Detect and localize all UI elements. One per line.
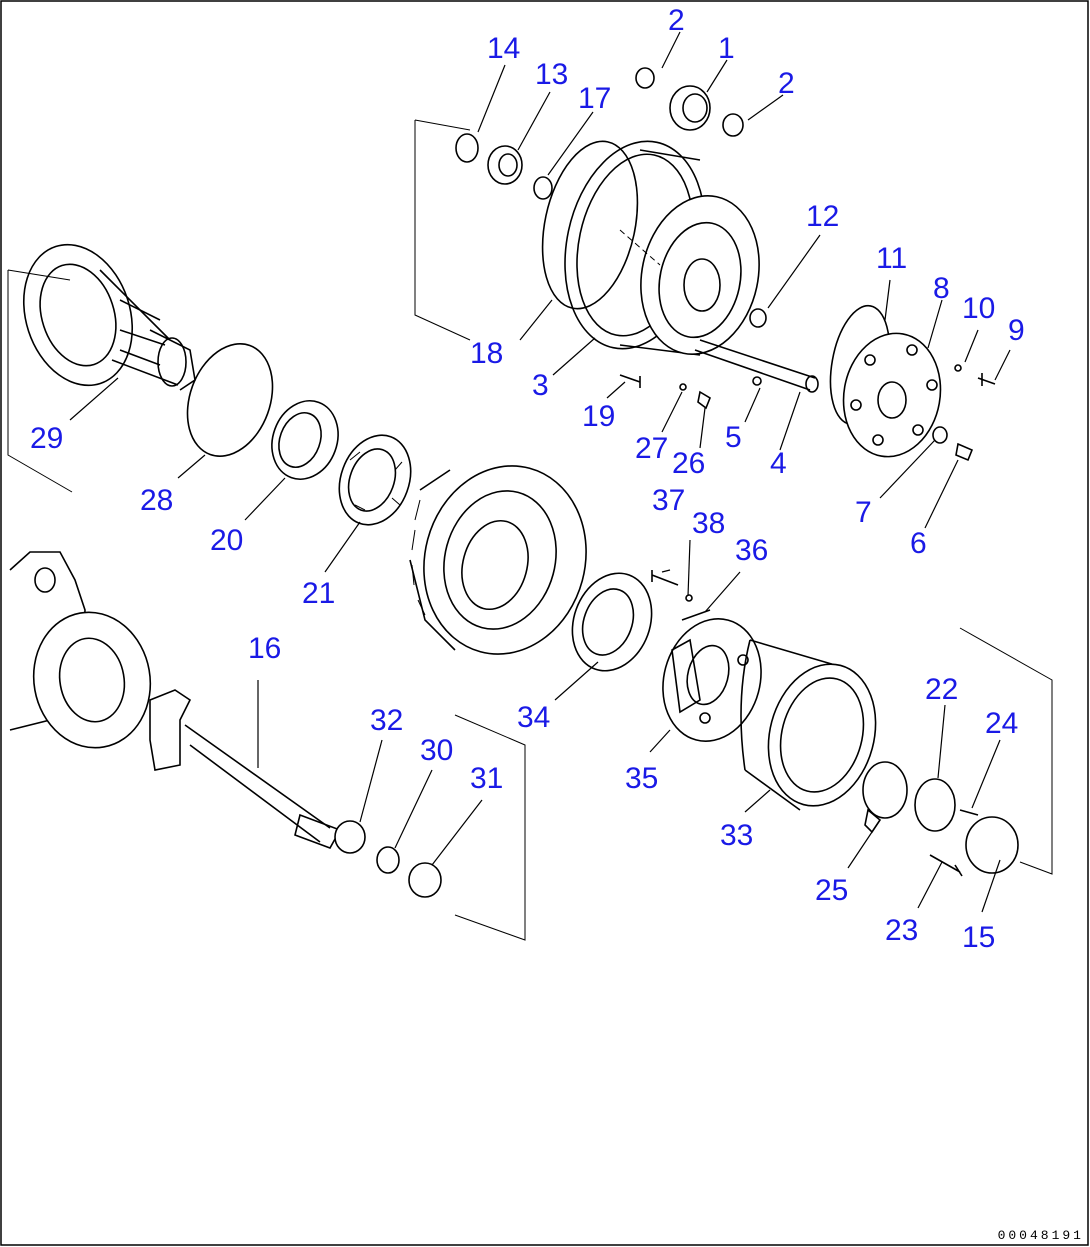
callout-1: 1 — [718, 32, 735, 65]
sun-gear-25 — [862, 761, 908, 834]
o-ring — [186, 343, 274, 457]
bolt-37 — [651, 570, 679, 586]
bolt-6 — [955, 442, 974, 462]
callout-37: 37 — [652, 484, 685, 517]
planetary-housing — [564, 140, 760, 356]
leader-lines — [69, 31, 1011, 913]
callout-26: 26 — [672, 447, 705, 480]
thrust-plate-22 — [914, 778, 956, 832]
axle-shaft — [149, 689, 342, 849]
callout-19: 19 — [582, 400, 615, 433]
axle-housing-flange — [7, 243, 196, 493]
washer-15 — [965, 816, 1019, 874]
callout-33: 33 — [720, 819, 753, 852]
bolt-9 — [977, 373, 996, 386]
callout-3: 3 — [532, 369, 549, 402]
callout-4: 4 — [770, 447, 787, 480]
callout-22: 22 — [925, 673, 958, 706]
final-drive-case — [9, 551, 152, 749]
seal-14 — [455, 133, 479, 163]
needle-bearing-top — [669, 85, 711, 131]
callout-labels: 1 2 2 3 4 5 6 7 8 9 10 11 12 13 14 15 16… — [30, 4, 1025, 954]
callout-11: 11 — [876, 242, 907, 275]
planet-carrier — [662, 618, 762, 742]
callout-31: 31 — [470, 762, 503, 795]
planet-shaft — [694, 339, 819, 393]
thrust-washer-left — [635, 67, 655, 89]
fitting-26 — [697, 390, 711, 410]
needle-bearing-13 — [487, 145, 523, 185]
end-cover — [829, 304, 942, 458]
bolt-19 — [619, 374, 641, 388]
group-bracket-top — [414, 119, 471, 341]
ball-27 — [679, 383, 687, 391]
snap-ring-17 — [533, 176, 553, 200]
callout-20: 20 — [210, 524, 243, 557]
callout-8: 8 — [933, 272, 950, 305]
seal-32 — [334, 820, 366, 854]
callout-29: 29 — [30, 422, 63, 455]
washer-7 — [932, 426, 948, 444]
callout-2-right: 2 — [778, 67, 795, 100]
callout-13: 13 — [535, 58, 568, 91]
callout-38: 38 — [692, 507, 725, 540]
plug-12 — [749, 308, 767, 328]
callout-17: 17 — [578, 82, 611, 115]
callout-15: 15 — [962, 921, 995, 954]
callout-5: 5 — [725, 421, 742, 454]
washer-10 — [954, 364, 962, 372]
pin-24 — [959, 809, 979, 816]
callout-23: 23 — [885, 914, 918, 947]
callout-2-left: 2 — [668, 4, 685, 37]
drawing-number: 00048191 — [997, 1228, 1084, 1243]
ring-gear — [740, 639, 877, 811]
callout-7: 7 — [855, 496, 872, 529]
ring-30 — [376, 846, 400, 874]
callout-10: 10 — [962, 292, 995, 325]
callout-12: 12 — [806, 200, 839, 233]
callout-9: 9 — [1008, 314, 1025, 347]
seal-ring — [271, 400, 339, 480]
bearing-outer — [571, 572, 653, 672]
wheel-hub — [409, 465, 587, 655]
callout-14: 14 — [487, 32, 520, 65]
callout-32: 32 — [370, 704, 403, 737]
callout-36: 36 — [735, 534, 768, 567]
gasket — [541, 140, 639, 310]
callout-18: 18 — [470, 337, 503, 370]
callout-21: 21 — [302, 577, 335, 610]
callout-6: 6 — [910, 527, 927, 560]
callout-34: 34 — [517, 701, 550, 734]
bushing-31 — [408, 862, 442, 898]
bolt-23 — [929, 854, 963, 877]
group-bracket-right — [959, 627, 1053, 875]
group-bracket-bottom — [454, 714, 526, 941]
callout-30: 30 — [420, 734, 453, 767]
thrust-washer-right — [722, 113, 744, 137]
callout-28: 28 — [140, 484, 173, 517]
callout-25: 25 — [815, 874, 848, 907]
callout-35: 35 — [625, 762, 658, 795]
callout-24: 24 — [985, 707, 1018, 740]
pin-5 — [752, 376, 762, 386]
roller-bearing — [338, 434, 412, 526]
washer-38 — [685, 594, 693, 602]
callout-27: 27 — [635, 432, 668, 465]
callout-16: 16 — [248, 632, 281, 665]
